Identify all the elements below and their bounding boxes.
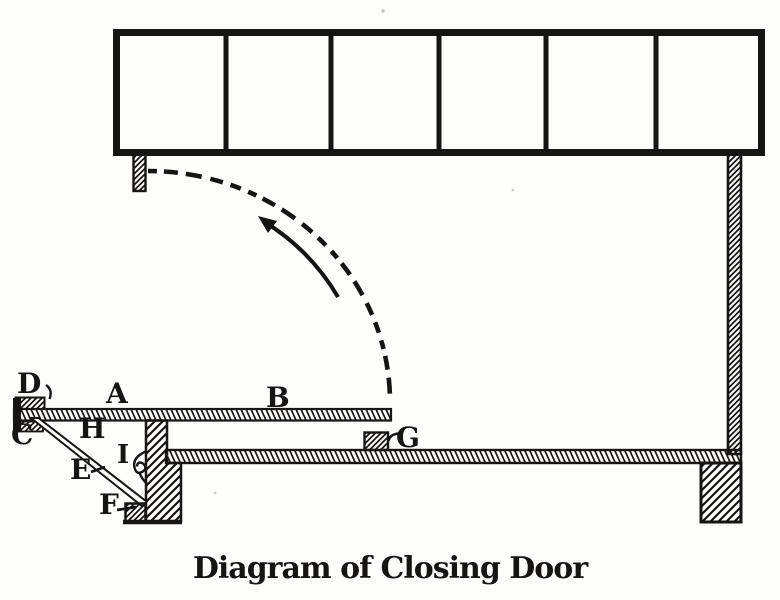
door-lever-bar xyxy=(12,407,393,422)
paper-speck xyxy=(511,188,515,192)
wall-outline xyxy=(113,29,765,156)
pivot-post xyxy=(144,419,183,523)
spring-rod-e xyxy=(28,417,148,508)
part-label-h: H xyxy=(79,412,106,445)
label-e-leader xyxy=(90,465,106,474)
label-f-leader xyxy=(116,505,137,512)
counterweight-block-d xyxy=(14,396,46,410)
panelled-wall xyxy=(113,29,765,156)
label-g-leader xyxy=(387,432,400,442)
part-label-e: E xyxy=(70,453,92,486)
floor-sill xyxy=(164,448,743,465)
door-swing-arc-dashed xyxy=(147,168,393,403)
label-d-leader xyxy=(45,384,52,400)
paper-speck xyxy=(213,491,217,495)
paper-speck xyxy=(733,168,737,172)
door-swing-arrowhead-icon xyxy=(258,216,277,233)
paper-speck xyxy=(381,9,385,13)
wall-right-post xyxy=(726,152,743,456)
part-label-d: D xyxy=(17,367,42,400)
right-foundation-block xyxy=(699,461,743,524)
figure-caption: Diagram of Closing Door xyxy=(192,551,588,586)
part-label-f: F xyxy=(99,488,119,521)
door-swing-arrow-shaft xyxy=(261,219,340,299)
part-label-a: A xyxy=(106,377,128,410)
latch-hook-i xyxy=(132,449,148,475)
bar-end-cap xyxy=(13,398,21,432)
part-label-c: C xyxy=(11,418,34,451)
part-label-g: G xyxy=(396,421,420,454)
part-label-i: I xyxy=(117,440,130,470)
stop-block-g xyxy=(363,431,390,452)
door-hinge-stub xyxy=(132,149,147,193)
latch-hook-i-tail xyxy=(138,472,148,485)
part-label-b: B xyxy=(266,381,290,414)
